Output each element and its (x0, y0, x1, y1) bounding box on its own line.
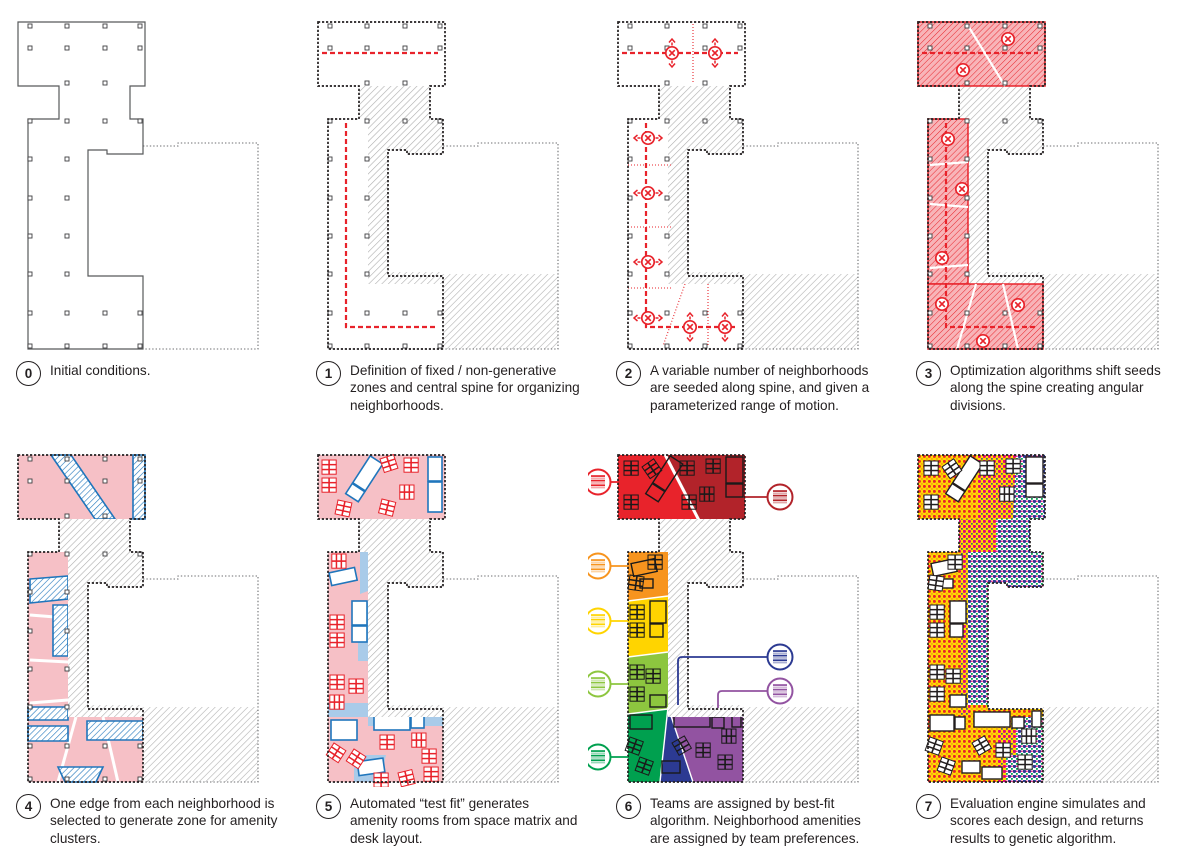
floorplan-step-2 (617, 21, 878, 350)
amenity-callout-icon (588, 552, 612, 580)
range-of-motion-lines (628, 24, 709, 347)
step-caption: Automated “test fit” generates amenity r… (350, 796, 578, 846)
step-panel-6: 6 Teams are assigned by best-fit algorit… (588, 433, 900, 847)
step-caption-row: 4 One edge from each neighborhood is sel… (16, 793, 280, 847)
step-panel-7: 7 Evaluation engine simulates and scores… (900, 433, 1200, 847)
step-caption: Teams are assigned by best-fit algorithm… (650, 796, 861, 846)
step-caption: Optimization algorithms shift seeds alon… (950, 363, 1161, 413)
step-caption: One edge from each neighborhood is selec… (50, 796, 278, 846)
step-number-badge: 2 (616, 361, 641, 386)
angular-divisions (929, 23, 1020, 350)
step-caption-row: 3 Optimization algorithms shift seeds al… (916, 360, 1180, 414)
step-panel-4: 4 One edge from each neighborhood is sel… (0, 433, 300, 847)
amenity-callout-icon (766, 677, 794, 705)
step-panel-1: 1 Definition of fixed / non-generative z… (300, 0, 600, 433)
step-number-badge: 4 (16, 794, 41, 819)
floorplan-step-3 (917, 21, 1178, 350)
step-panel-5: 5 Automated “test fit” generates amenity… (300, 433, 600, 847)
amenity-callout-icon (588, 468, 612, 496)
amenity-callout-icon (588, 670, 612, 698)
step-caption: Definition of fixed / non-generative zon… (350, 363, 580, 413)
floorplan-step-0 (17, 21, 259, 350)
step-caption: A variable number of neighborhoods are s… (650, 363, 870, 413)
floorplan-step-4 (17, 454, 278, 783)
step-panel-0: 0 Initial conditions. (0, 0, 300, 433)
amenity-callout-icons (588, 468, 794, 771)
amenity-callout-icon (588, 607, 612, 635)
step-caption: Evaluation engine simulates and scores e… (950, 796, 1146, 846)
step-caption-row: 5 Automated “test fit” generates amenity… (316, 793, 580, 847)
step-caption-row: 6 Teams are assigned by best-fit algorit… (616, 793, 880, 847)
step-number-badge: 7 (916, 794, 941, 819)
step-number-badge: 0 (16, 361, 41, 386)
amenity-rooms (929, 454, 1044, 780)
step-number-badge: 1 (316, 361, 341, 386)
step-caption-row: 1 Definition of fixed / non-generative z… (316, 360, 580, 414)
amenity-rooms (328, 454, 443, 777)
step-panel-3: 3 Optimization algorithms shift seeds al… (900, 0, 1200, 433)
floorplan-step-7 (917, 454, 1178, 783)
floorplan-step-1 (317, 21, 578, 350)
step-caption-row: 2 A variable number of neighborhoods are… (616, 360, 880, 414)
amenity-callout-icon (766, 483, 794, 511)
step-panel-2: 2 A variable number of neighborhoods are… (600, 0, 900, 433)
step-number-badge: 3 (916, 361, 941, 386)
step-caption: Initial conditions. (50, 363, 151, 378)
step-number-badge: 6 (616, 794, 641, 819)
step-caption-row: 7 Evaluation engine simulates and scores… (916, 793, 1180, 847)
amenity-rooms (629, 454, 744, 774)
floorplan-step-5 (317, 454, 578, 787)
amenity-callout-icon (766, 643, 794, 671)
floorplan-step-6 (588, 454, 878, 783)
step-caption-row: 0 Initial conditions. (16, 360, 280, 386)
amenity-callout-icon (588, 743, 612, 771)
step-number-badge: 5 (316, 794, 341, 819)
